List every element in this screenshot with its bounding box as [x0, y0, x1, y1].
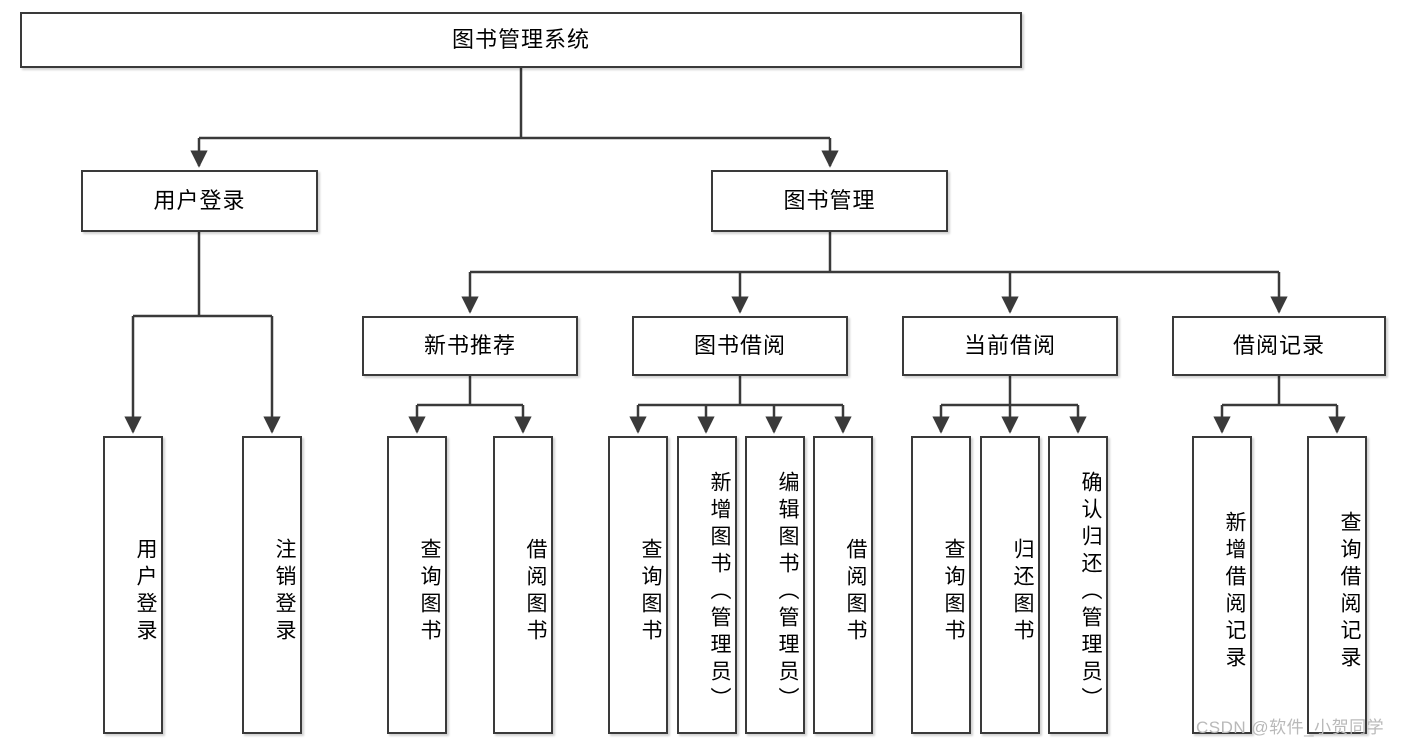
leaf-add-book[interactable]: 新增图书（管理员）	[677, 436, 737, 734]
leaf-confirm-return[interactable]: 确认归还（管理员）	[1048, 436, 1108, 734]
node-book-management[interactable]: 图书管理	[711, 170, 948, 232]
node-new-book-recommend[interactable]: 新书推荐	[362, 316, 578, 376]
node-current-borrow[interactable]: 当前借阅	[902, 316, 1118, 376]
leaf-query-book-2[interactable]: 查询图书	[608, 436, 668, 734]
leaf-borrow-book-1[interactable]: 借阅图书	[493, 436, 553, 734]
node-book-borrow[interactable]: 图书借阅	[632, 316, 848, 376]
node-borrow-record[interactable]: 借阅记录	[1172, 316, 1386, 376]
node-root[interactable]: 图书管理系统	[20, 12, 1022, 68]
leaf-user-logout[interactable]: 注销登录	[242, 436, 302, 734]
leaf-edit-book[interactable]: 编辑图书（管理员）	[745, 436, 805, 734]
leaf-borrow-book-2[interactable]: 借阅图书	[813, 436, 873, 734]
leaf-query-record[interactable]: 查询借阅记录	[1307, 436, 1367, 734]
leaf-return-book[interactable]: 归还图书	[980, 436, 1040, 734]
leaf-query-book-3[interactable]: 查询图书	[911, 436, 971, 734]
leaf-query-book-1[interactable]: 查询图书	[387, 436, 447, 734]
leaf-user-login[interactable]: 用户登录	[103, 436, 163, 734]
node-user-login[interactable]: 用户登录	[81, 170, 318, 232]
leaf-add-record[interactable]: 新增借阅记录	[1192, 436, 1252, 734]
